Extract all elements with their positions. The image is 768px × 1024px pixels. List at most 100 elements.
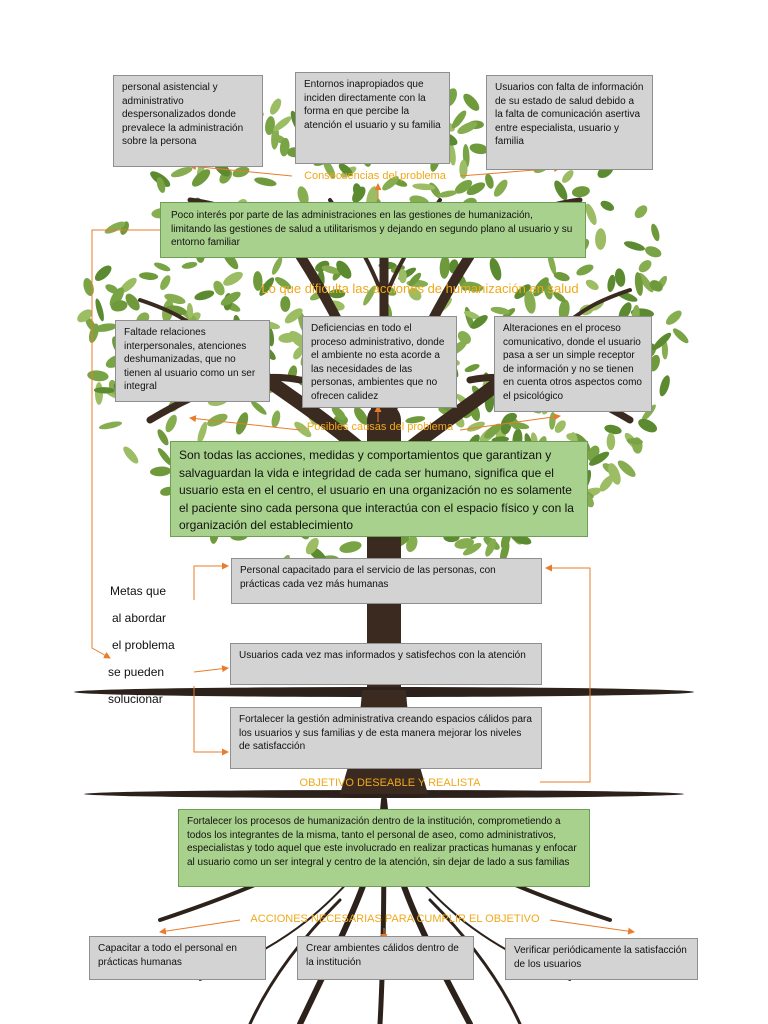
cause-box-3: Alteraciones en el proceso comunicativo,… xyxy=(494,316,652,412)
leaf xyxy=(626,438,643,445)
leaf xyxy=(323,159,336,179)
leaf xyxy=(634,272,643,296)
leaf xyxy=(339,541,362,553)
leaf xyxy=(170,166,193,178)
leaf xyxy=(514,284,531,299)
leaf xyxy=(156,177,166,193)
leaf xyxy=(571,186,590,198)
leaf xyxy=(617,460,636,477)
leaf xyxy=(638,418,658,433)
leaf xyxy=(235,412,249,435)
leaf xyxy=(608,463,621,485)
leaf xyxy=(274,277,292,290)
leaf xyxy=(354,406,368,425)
leaf xyxy=(585,279,599,291)
leaf xyxy=(408,287,422,301)
leaf xyxy=(457,121,478,135)
objective-box: Fortalecer los procesos de humanización … xyxy=(178,809,590,887)
leaf xyxy=(553,291,566,303)
leaf xyxy=(651,223,660,242)
goal-box-1: Personal capacitado para el servicio de … xyxy=(231,558,542,604)
leaf xyxy=(254,177,277,187)
leaf xyxy=(408,272,422,287)
leaf xyxy=(641,404,656,421)
objective-label: OBJETIVO DESEABLE Y REALISTA xyxy=(299,777,481,789)
leaf xyxy=(589,451,610,466)
leaf xyxy=(207,413,228,427)
leaf xyxy=(439,255,450,279)
leaf xyxy=(466,182,486,196)
leaf xyxy=(338,163,353,176)
leaf xyxy=(661,340,669,360)
leaf xyxy=(139,272,159,280)
goals-side-line-5: solucionar xyxy=(108,692,163,706)
leaf xyxy=(363,285,376,306)
leaf xyxy=(98,421,123,430)
leaf xyxy=(659,375,670,397)
leaf xyxy=(638,272,654,293)
leaf xyxy=(499,540,510,563)
leaf xyxy=(253,271,263,291)
leaf xyxy=(251,400,267,415)
problem-box: Poco interés por parte de las administra… xyxy=(160,202,586,258)
leaf xyxy=(154,262,171,272)
leaf xyxy=(83,278,94,296)
leaf xyxy=(649,280,663,292)
leaf xyxy=(77,309,93,323)
leaf xyxy=(87,370,109,382)
leaf xyxy=(672,328,689,344)
leaf xyxy=(157,447,173,466)
action-box-3: Verificar periódicamente la satisfacción… xyxy=(505,938,698,980)
leaf xyxy=(645,246,662,258)
leaf xyxy=(223,271,243,286)
causes-label: Posibles causas del problema xyxy=(306,421,454,433)
leaf xyxy=(297,186,309,206)
leaf xyxy=(653,332,672,350)
leaf xyxy=(321,265,340,274)
leaf xyxy=(398,269,407,284)
leaf xyxy=(554,180,568,201)
leaf xyxy=(95,298,104,322)
leaf xyxy=(279,137,290,157)
leaf xyxy=(533,277,549,297)
leaf xyxy=(336,260,352,279)
leaf xyxy=(94,265,112,281)
leaf xyxy=(463,542,482,556)
leaf xyxy=(470,314,488,329)
leaf xyxy=(606,432,616,451)
leaf xyxy=(382,176,399,191)
leaf xyxy=(665,310,682,325)
leaf xyxy=(213,280,225,296)
leaf xyxy=(464,310,480,320)
leaf xyxy=(406,535,418,553)
leaf xyxy=(485,173,494,189)
leaf xyxy=(604,424,622,435)
consequence-box-1: personal asistencial y administrativo de… xyxy=(113,75,263,167)
leaf xyxy=(553,272,570,282)
leaf xyxy=(123,446,139,464)
leaf xyxy=(638,260,652,273)
leaf xyxy=(457,331,471,344)
leaf xyxy=(493,179,508,197)
leaf xyxy=(454,179,473,194)
action-box-1: Capacitar a todo el personal en práctica… xyxy=(89,936,266,980)
leaf xyxy=(293,346,304,360)
leaf xyxy=(328,289,346,299)
leaf xyxy=(585,203,597,225)
leaf xyxy=(181,262,198,269)
leaf xyxy=(451,110,467,129)
leaf xyxy=(280,296,291,312)
actions-label: ACCIONES NECESARIAS PARA CUMPLIR EL OBJE… xyxy=(250,913,540,925)
goal-box-2: Usuarios cada vez mas informados y satis… xyxy=(230,643,542,685)
leaf xyxy=(405,416,426,424)
leaf xyxy=(562,170,574,183)
leaf xyxy=(549,412,556,430)
goal-box-3: Fortalecer la gestión administrativa cre… xyxy=(230,707,542,769)
leaf xyxy=(558,299,570,321)
leaf xyxy=(634,205,648,219)
leaf xyxy=(489,257,502,281)
leaf xyxy=(624,241,645,251)
definition-box: Son todas las acciones, medidas y compor… xyxy=(170,441,588,537)
goals-side-line-2: al abordar xyxy=(112,611,167,625)
leaf xyxy=(150,466,172,477)
